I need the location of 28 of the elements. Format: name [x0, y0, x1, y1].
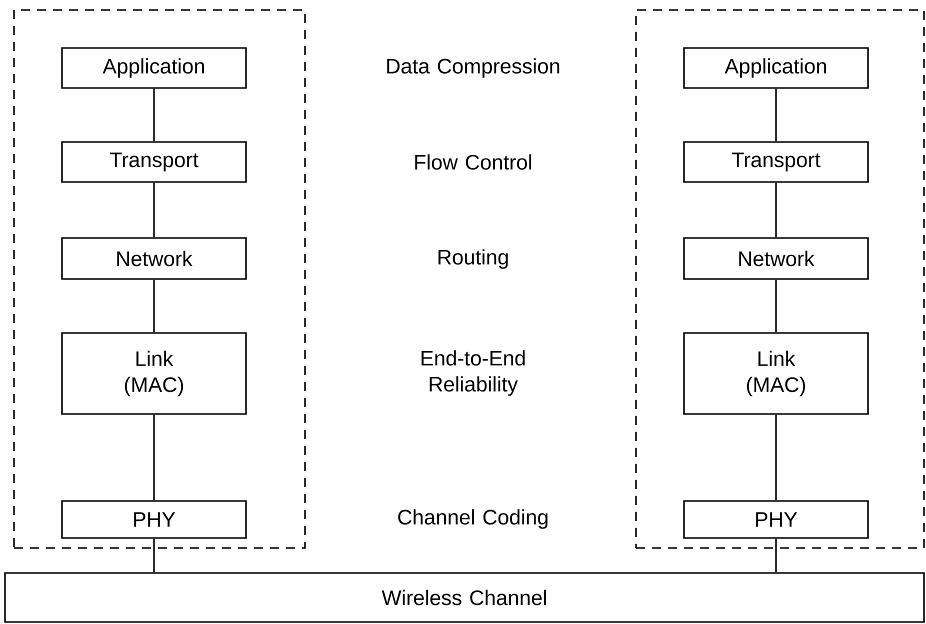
connector-line	[775, 182, 777, 238]
connector-line	[153, 88, 155, 142]
connector-line	[775, 414, 777, 500]
function-label: End-to-End Reliability	[422, 350, 525, 396]
layer-box: Network	[61, 237, 247, 280]
function-label: Channel Coding	[398, 509, 548, 529]
layer-box: Link (MAC)	[683, 332, 869, 415]
layer-box: PHY	[61, 500, 247, 539]
connector-line	[775, 88, 777, 142]
function-label: Flow Control	[415, 154, 532, 170]
channel-box: Wireless Channel	[4, 572, 925, 623]
layer-box: Application	[61, 47, 247, 89]
dashed-box	[13, 9, 306, 549]
layer-box: Application	[683, 47, 869, 89]
function-label: Data Compression	[387, 58, 560, 78]
dashed-box	[635, 9, 925, 549]
connector-line	[775, 280, 777, 332]
layer-box: Link (MAC)	[61, 332, 247, 415]
connector-line	[153, 280, 155, 332]
layer-box: Transport	[683, 141, 869, 183]
layer-box: Transport	[61, 141, 247, 183]
connector-line	[153, 182, 155, 238]
connector-line	[153, 538, 155, 572]
layer-box: PHY	[683, 500, 869, 539]
function-label: Routing	[438, 249, 508, 269]
layer-box: Network	[683, 237, 869, 280]
connector-line	[775, 538, 777, 572]
connector-line	[153, 414, 155, 500]
